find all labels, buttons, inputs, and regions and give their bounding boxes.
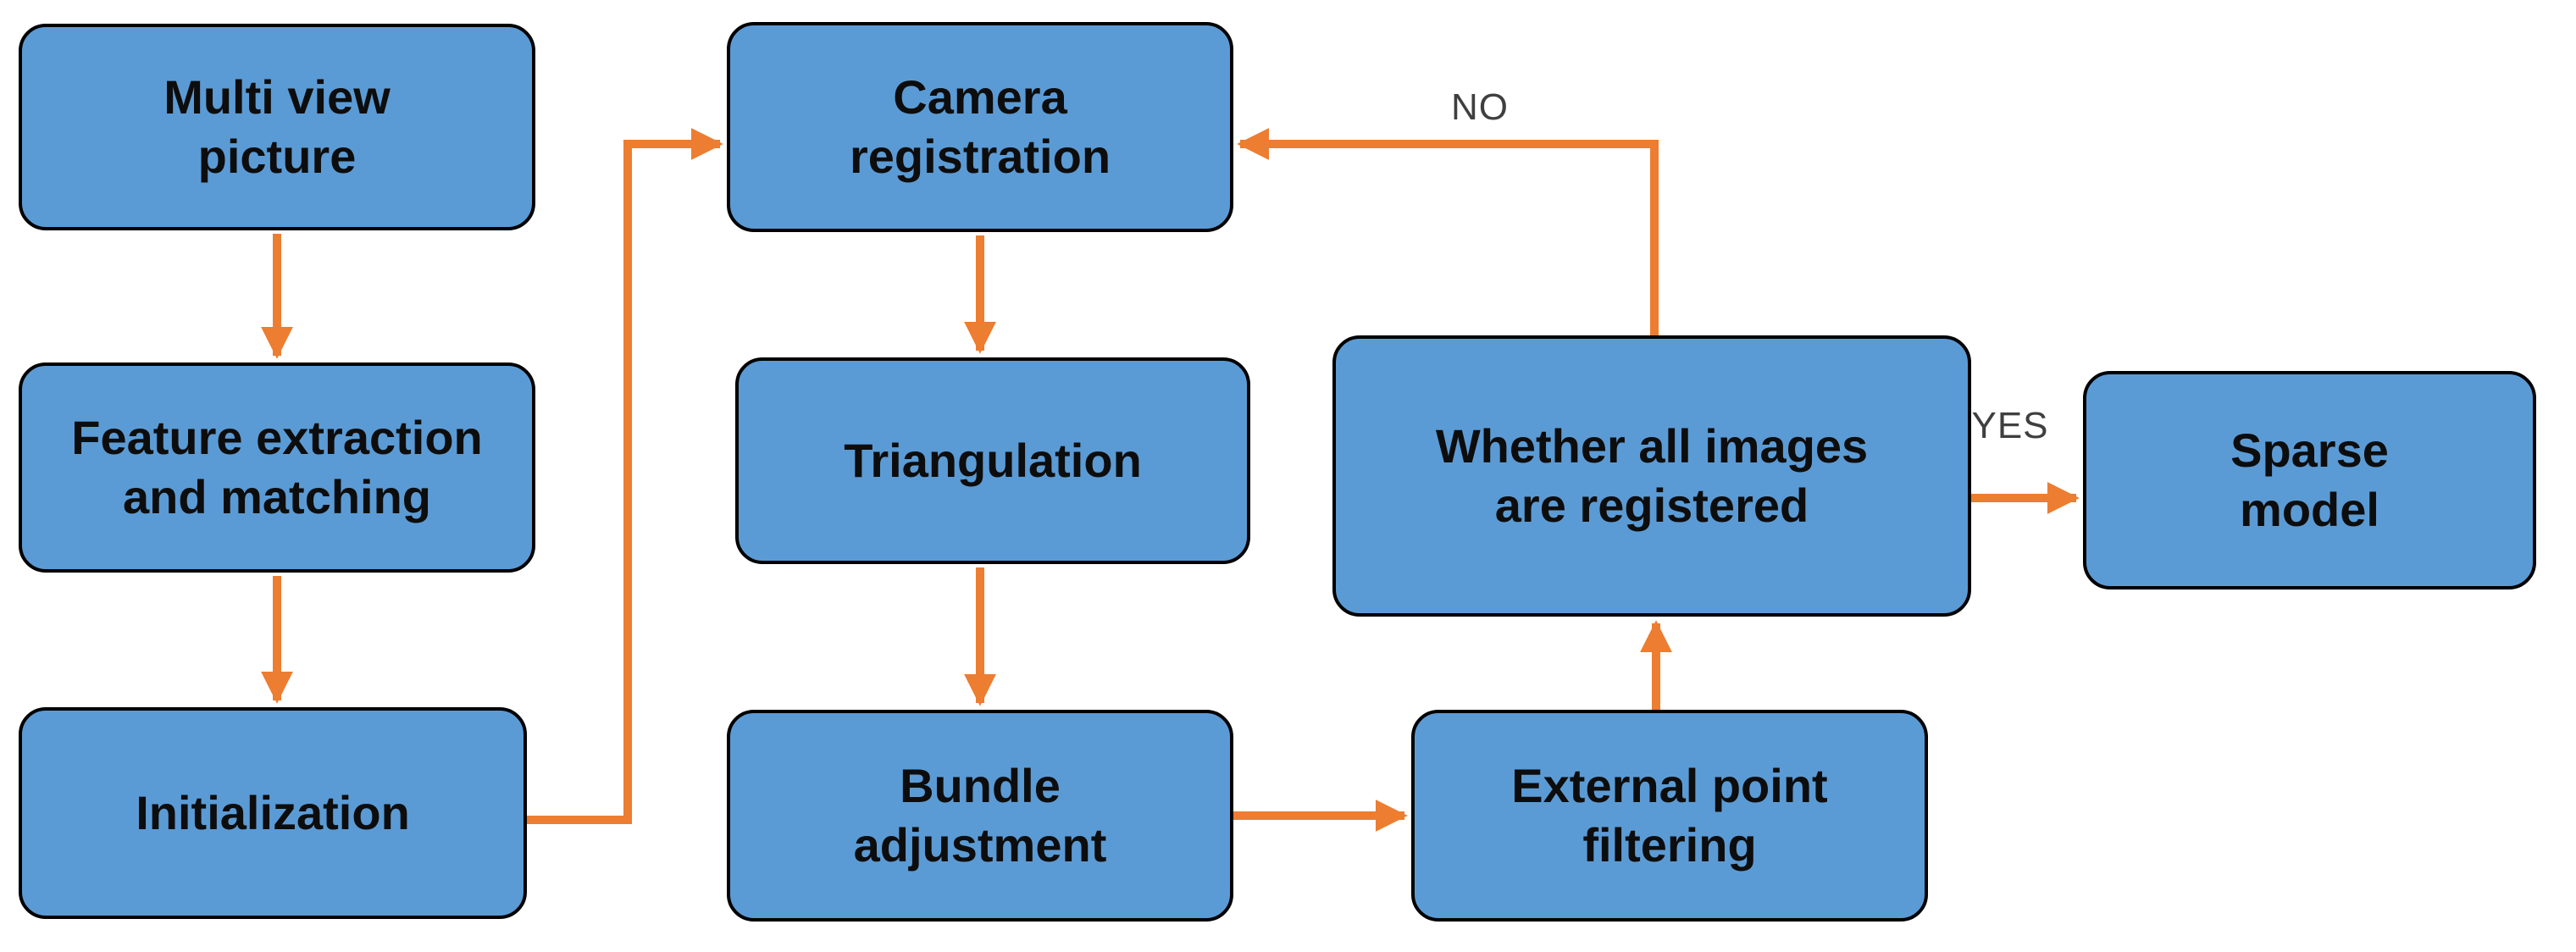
node-bundle-adjustment: Bundle adjustment bbox=[727, 710, 1233, 922]
node-external-point-filtering: External point filtering bbox=[1411, 710, 1928, 922]
node-triangulation: Triangulation bbox=[735, 357, 1250, 564]
node-camera-registration: Camera registration bbox=[727, 22, 1233, 232]
edge-whether-no-to-camera-arrow bbox=[1237, 128, 1659, 335]
edge-initialization-to-camera-arrow bbox=[527, 128, 723, 824]
node-sparse-model: Sparse model bbox=[2083, 371, 2536, 589]
node-initialization: Initialization bbox=[19, 707, 527, 919]
edge-label-no: NO bbox=[1451, 86, 1509, 128]
node-whether-all-images-are-registered: Whether all images are registered bbox=[1332, 335, 1971, 617]
node-multi-view-picture: Multi view picture bbox=[19, 24, 535, 230]
edge-label-yes: YES bbox=[1971, 405, 2049, 446]
node-feature-extraction-and-matching: Feature extraction and matching bbox=[19, 363, 535, 573]
